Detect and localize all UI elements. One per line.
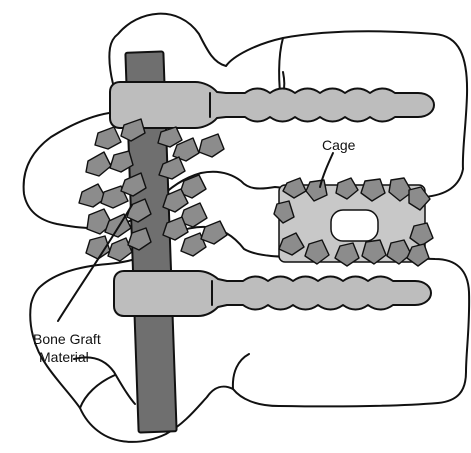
bone-graft-label-line-2: Material bbox=[39, 348, 89, 366]
bone-graft-label-line-1: Bone Graft bbox=[33, 330, 101, 348]
cage-label: Cage bbox=[322, 136, 355, 154]
interbody-cage bbox=[274, 178, 433, 266]
